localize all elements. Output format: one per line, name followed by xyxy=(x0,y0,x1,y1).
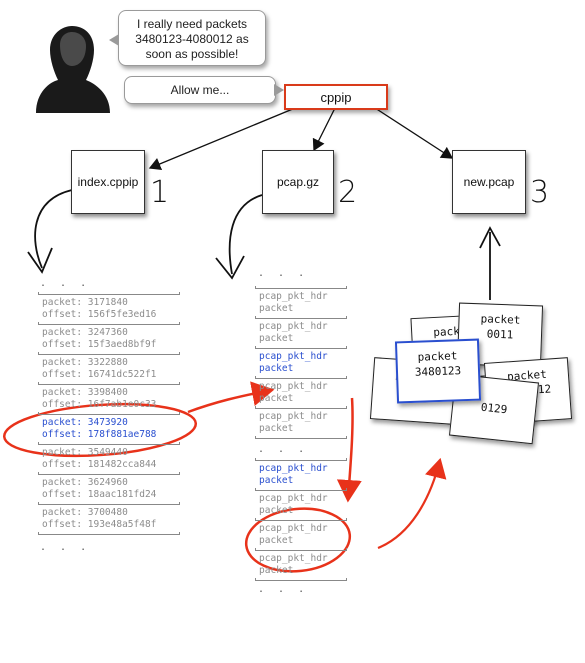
index-file-number: 1 xyxy=(150,175,170,210)
pcap-entry-packet: packet xyxy=(259,393,294,404)
pcap-entry-packet: packet xyxy=(259,303,294,314)
index-entry-divider xyxy=(38,532,180,535)
curve-arrow-index xyxy=(34,189,73,269)
arrow-to-pcap xyxy=(312,105,337,152)
index-entry-offset: offset: 16f7ab1e0c33 xyxy=(42,399,157,410)
pcap-entry-2-divider xyxy=(255,488,347,491)
index-entry-divider xyxy=(38,472,180,475)
pcap-entry-2-packet: packet xyxy=(259,535,294,546)
pcap-entry-2-divider xyxy=(255,578,347,581)
pcap-ellipsis-bottom: . . . xyxy=(258,584,309,595)
pcap-entry-2-divider xyxy=(255,458,347,461)
pcap-entry-divider xyxy=(255,436,347,439)
person-avatar xyxy=(36,26,110,113)
index-entry-packet: packet: 3322880 xyxy=(42,357,128,368)
red-arrow-to-pcap xyxy=(187,381,275,414)
reply-bubble: Allow me... xyxy=(124,76,276,104)
index-entry-offset: offset: 181482cca844 xyxy=(42,459,157,470)
index-entry-divider xyxy=(38,442,180,445)
red-circle-pcap xyxy=(244,507,352,573)
index-entry-divider xyxy=(38,412,180,415)
newpcap-file-label: new.pcap xyxy=(463,175,515,189)
pcap-entry-2-hdr: pcap_pkt_hdr xyxy=(259,493,328,504)
pcap-entry-divider xyxy=(255,406,347,409)
index-entry-divider xyxy=(38,382,180,385)
index-entry-packet: packet: 3700480 xyxy=(42,507,128,518)
pcap-entry-2-packet: packet xyxy=(259,475,294,486)
packet-card-number: 3480123 xyxy=(414,364,462,379)
index-ellipsis-bottom: . . . xyxy=(40,542,91,553)
index-entry-offset: offset: 156f5fe3ed16 xyxy=(42,309,157,320)
pcap-entry-hdr: pcap_pkt_hdr xyxy=(259,381,328,392)
index-entry-offset: offset: 178f881ae788 xyxy=(42,429,157,440)
arrow-to-newpcap xyxy=(371,105,454,159)
pcap-entry-divider xyxy=(255,316,347,319)
index-entry-packet: packet: 3398400 xyxy=(42,387,128,398)
index-entry-divider xyxy=(38,352,180,355)
index-entry-packet: packet: 3473920 xyxy=(42,417,128,428)
pcap-entry-2-hdr: pcap_pkt_hdr xyxy=(259,463,328,474)
pcap-entry-2-divider xyxy=(255,548,347,551)
index-entry-divider xyxy=(38,322,180,325)
pcap-entry-packet: packet xyxy=(259,333,294,344)
reply-text: Allow me... xyxy=(170,83,230,97)
index-entry-packet: packet: 3624960 xyxy=(42,477,128,488)
request-line-3: soon as possible! xyxy=(145,47,239,61)
pcap-file-number: 2 xyxy=(338,175,358,210)
pcap-entry-divider xyxy=(255,376,347,379)
request-bubble: I really need packets 3480123-4080012 as… xyxy=(118,10,266,66)
pcap-entry-divider xyxy=(255,286,347,289)
index-entry-divider xyxy=(38,502,180,505)
red-down-line xyxy=(336,397,362,503)
index-entry-packet: packet: 3247360 xyxy=(42,327,128,338)
arrow-to-index xyxy=(148,105,301,171)
index-entry-offset: offset: 18aac181fd24 xyxy=(42,489,157,500)
index-entry-offset: offset: 16741dc522f1 xyxy=(42,369,157,380)
red-circle-index xyxy=(2,402,198,458)
pcap-entry-hdr: pcap_pkt_hdr xyxy=(259,411,328,422)
index-ellipsis-top: . . . xyxy=(40,278,91,289)
index-entry-offset: offset: 193e48a5f48f xyxy=(42,519,157,530)
index-entry-packet: packet: 3549440 xyxy=(42,447,128,458)
pcap-entry-2-divider xyxy=(255,518,347,521)
index-entry-divider xyxy=(38,292,180,295)
index-entry-offset: offset: 15f3aed8bf9f xyxy=(42,339,157,350)
pcap-entry-hdr: pcap_pkt_hdr xyxy=(259,351,328,362)
request-bubble-tail xyxy=(109,34,119,46)
pcap-file-node: pcap.gz xyxy=(262,150,334,214)
pcap-entry-2-packet: packet xyxy=(259,505,294,516)
curve-arrow-pcap xyxy=(228,194,263,275)
request-line-1: I really need packets xyxy=(136,17,248,31)
pcap-entry-divider xyxy=(255,346,347,349)
request-line-2: 3480123-4080012 as xyxy=(135,32,249,46)
pcap-entry-hdr: pcap_pkt_hdr xyxy=(259,291,328,302)
red-arrow-to-cards xyxy=(377,457,447,550)
newpcap-file-node: new.pcap xyxy=(452,150,526,214)
pcap-entry-2-hdr: pcap_pkt_hdr xyxy=(259,553,328,564)
pcap-entry-2-packet: packet xyxy=(259,565,294,576)
cppip-tool-node: cppip xyxy=(284,84,388,110)
pcap-entry-packet: packet xyxy=(259,423,294,434)
pcap-entry-packet: packet xyxy=(259,363,294,374)
newpcap-file-number: 3 xyxy=(530,175,550,210)
pcap-file-label: pcap.gz xyxy=(276,175,320,189)
index-entry-packet: packet: 3171840 xyxy=(42,297,128,308)
cppip-label: cppip xyxy=(320,89,352,105)
pcap-ellipsis-mid: . . . xyxy=(258,444,309,455)
pcap-ellipsis-top: . . . xyxy=(258,268,309,279)
index-file-label: index.cppip xyxy=(77,175,139,189)
pcap-entry-hdr: pcap_pkt_hdr xyxy=(259,321,328,332)
reply-bubble-tail xyxy=(274,84,284,96)
index-file-node: index.cppip xyxy=(71,150,145,214)
pcap-entry-2-hdr: pcap_pkt_hdr xyxy=(259,523,328,534)
